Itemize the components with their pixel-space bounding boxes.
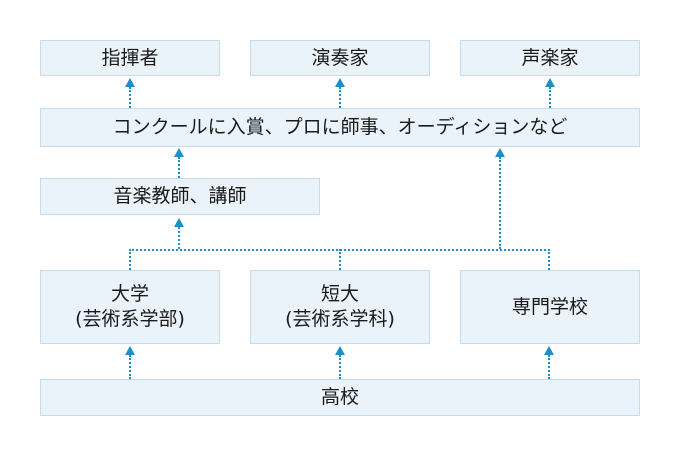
connector-vocational [548,249,550,270]
university-box: 大学 (芸術系学部) [40,270,220,344]
junior-college-sublabel: (芸術系学科) [285,308,395,330]
university-label: 大学 [110,283,149,306]
vocalist-label: 声楽家 [521,46,579,69]
vocalist-box: 声楽家 [460,40,640,76]
arrow-to-pathway-left [174,148,184,157]
connector-junior-college [339,249,341,270]
connector-hs-to-vocational [548,355,550,379]
connector-teacher-to-pathway [178,157,180,178]
teacher-box: 音楽教師、講師 [40,178,320,215]
teacher-label: 音楽教師、講師 [113,185,247,208]
conductor-label: 指揮者 [101,46,159,69]
junior-college-label: 短大 [320,283,359,306]
high-school-label: 高校 [320,386,359,409]
arrow-to-pathway-right [495,148,505,157]
arrow-to-conductor [125,78,135,87]
connector-to-vocalist [549,87,551,108]
performer-label: 演奏家 [311,46,369,69]
connector-schools-to-pathway [499,157,501,249]
vocational-school-label: 専門学校 [511,295,588,318]
arrow-to-university [125,346,135,355]
arrow-to-teacher [174,218,184,227]
vocational-school-box: 専門学校 [460,270,640,344]
arrow-to-vocational-school [544,346,554,355]
arrow-to-vocalist [545,78,555,87]
high-school-box: 高校 [40,379,640,416]
pathway-label: コンクールに入賞、プロに師事、オーディションなど [112,116,568,139]
arrow-to-performer [335,78,345,87]
connector-to-conductor [129,87,131,108]
connector-to-performer [339,87,341,108]
conductor-box: 指揮者 [40,40,220,76]
university-sublabel: (芸術系学部) [75,308,185,330]
connector-hs-to-university [129,355,131,379]
connector-university [129,249,131,270]
performer-box: 演奏家 [250,40,430,76]
arrow-to-junior-college [335,346,345,355]
junior-college-box: 短大 (芸術系学科) [250,270,430,344]
connector-hs-to-junior-college [339,355,341,379]
pathway-box: コンクールに入賞、プロに師事、オーディションなど [40,108,640,147]
connector-to-teacher [178,227,180,249]
